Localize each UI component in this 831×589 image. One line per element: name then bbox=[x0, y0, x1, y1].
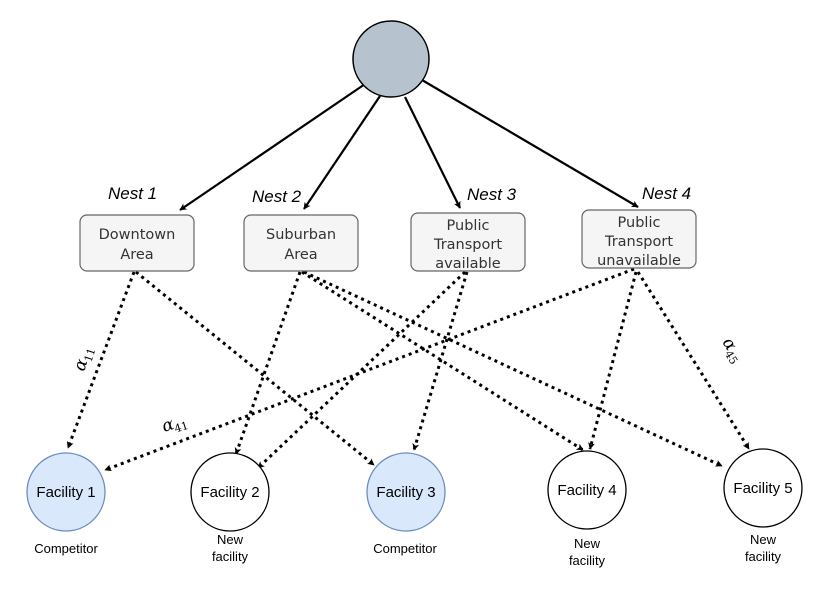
alpha-11-subscript: 11 bbox=[82, 346, 99, 363]
edge-nest3-facility2 bbox=[256, 270, 467, 470]
facility-1-label: Facility 1 bbox=[36, 484, 95, 501]
nest-box-downtown[interactable]: Downtown Area bbox=[79, 214, 195, 272]
facility-1-caption: Competitor bbox=[34, 541, 98, 556]
facility-2-label: Facility 2 bbox=[200, 484, 259, 501]
edge-nest4-facility1 bbox=[104, 267, 635, 472]
alpha-label-11: α 11 bbox=[70, 346, 99, 373]
facility-3-caption: Competitor bbox=[373, 541, 437, 556]
facility-3-label: Facility 3 bbox=[376, 484, 435, 501]
alpha-45-subscript: 45 bbox=[722, 348, 740, 367]
facility-4-label: Facility 4 bbox=[557, 482, 616, 499]
nest-facility-edges bbox=[66, 267, 751, 472]
nest-box-downtown-line2: Area bbox=[120, 247, 153, 263]
nest-box-transport-available-line2: Transport bbox=[433, 237, 502, 253]
nest-4-label: Nest 4 bbox=[642, 184, 691, 203]
nest-box-transport-available-line3: available bbox=[435, 256, 501, 272]
facility-4-caption-line1: New bbox=[574, 536, 601, 551]
facility-5-caption-line1: New bbox=[750, 532, 777, 547]
alpha-label-45: α 45 bbox=[718, 334, 741, 367]
nest-3-label: Nest 3 bbox=[467, 185, 517, 204]
facility-2-caption-line2: facility bbox=[212, 549, 249, 564]
edge-root-nest2 bbox=[303, 95, 381, 210]
facility-2-node[interactable]: Facility 2 bbox=[190, 452, 270, 532]
edge-nest4-facility4 bbox=[588, 271, 638, 450]
nest-box-transport-available-line1: Public bbox=[447, 218, 490, 234]
facility-4-node[interactable]: Facility 4 bbox=[547, 450, 627, 530]
edge-nest2-facility5 bbox=[303, 270, 723, 468]
nest-box-transport-unavailable[interactable]: Public Transport unavailable bbox=[581, 209, 697, 269]
facility-3-node[interactable]: Facility 3 bbox=[366, 452, 446, 532]
nest-box-suburban[interactable]: Suburban Area bbox=[243, 214, 359, 272]
edge-nest1-facility1 bbox=[66, 271, 136, 449]
alpha-41-subscript: 41 bbox=[173, 419, 190, 436]
facility-5-caption-line2: facility bbox=[745, 549, 782, 564]
nest-2-label: Nest 2 bbox=[252, 187, 302, 206]
nest-box-transport-available[interactable]: Public Transport available bbox=[410, 212, 526, 272]
edge-nest2-facility4 bbox=[301, 270, 584, 452]
facility-1-node[interactable]: Facility 1 bbox=[26, 452, 106, 532]
edge-root-nest3 bbox=[404, 96, 461, 209]
edge-nest2-facility2 bbox=[234, 271, 302, 455]
facility-5-label: Facility 5 bbox=[733, 480, 792, 497]
nest-box-transport-unavailable-line2: Transport bbox=[604, 234, 673, 250]
alpha-label-41: α 41 bbox=[160, 414, 190, 437]
nest-box-suburban-line1: Suburban bbox=[266, 227, 336, 243]
root-edges bbox=[179, 79, 639, 211]
edge-nest1-facility3 bbox=[135, 270, 375, 467]
facility-4-caption-line2: facility bbox=[569, 553, 606, 568]
nest-box-transport-unavailable-line3: unavailable bbox=[597, 253, 681, 269]
nest-box-transport-unavailable-line1: Public bbox=[618, 215, 661, 231]
nest-box-suburban-line2: Area bbox=[284, 247, 317, 263]
nest-box-downtown-line1: Downtown bbox=[99, 227, 176, 243]
edge-root-nest4 bbox=[421, 79, 639, 208]
edge-nest3-facility3 bbox=[412, 271, 469, 451]
root-node bbox=[352, 20, 430, 98]
facility-5-node[interactable]: Facility 5 bbox=[723, 448, 803, 528]
nest-1-label: Nest 1 bbox=[108, 184, 157, 203]
facility-2-caption-line1: New bbox=[217, 532, 244, 547]
edge-root-nest1 bbox=[179, 81, 369, 211]
